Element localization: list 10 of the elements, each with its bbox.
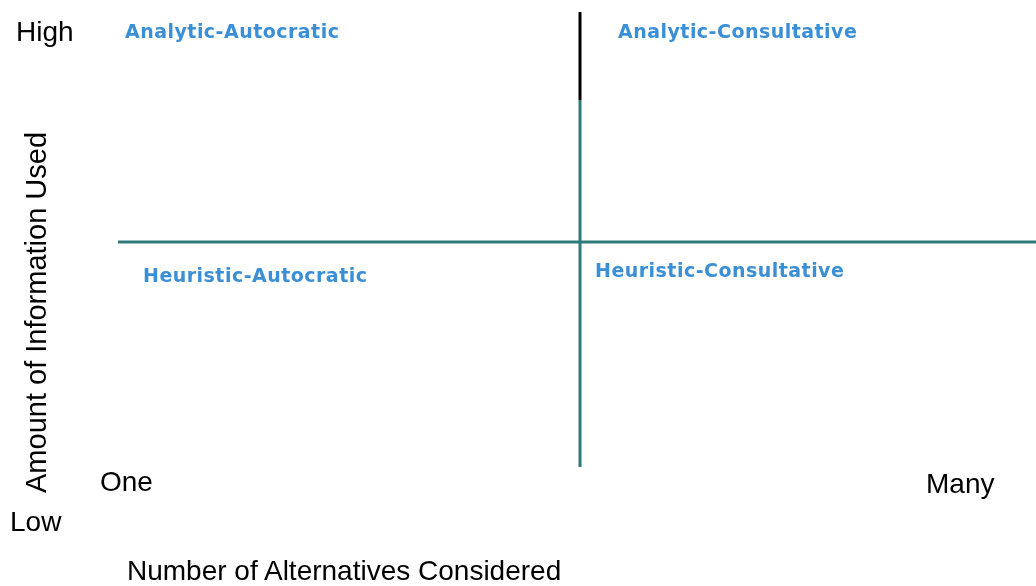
axis-end-label: One: [100, 465, 153, 499]
quadrant-label: Heuristic-Consultative: [595, 259, 845, 283]
axis-title: Number of Alternatives Considered: [127, 554, 562, 586]
axis-title: Amount of Information Used: [22, 131, 51, 493]
axis-end-label: Many: [926, 467, 995, 501]
quadrant-label: Heuristic-Autocratic: [143, 264, 368, 288]
axis-end-label: High: [16, 15, 74, 49]
axis-end-label: Low: [10, 505, 62, 539]
quadrant-label: Analytic-Consultative: [618, 20, 858, 44]
quadrant-label: Analytic-Autocratic: [125, 20, 340, 44]
